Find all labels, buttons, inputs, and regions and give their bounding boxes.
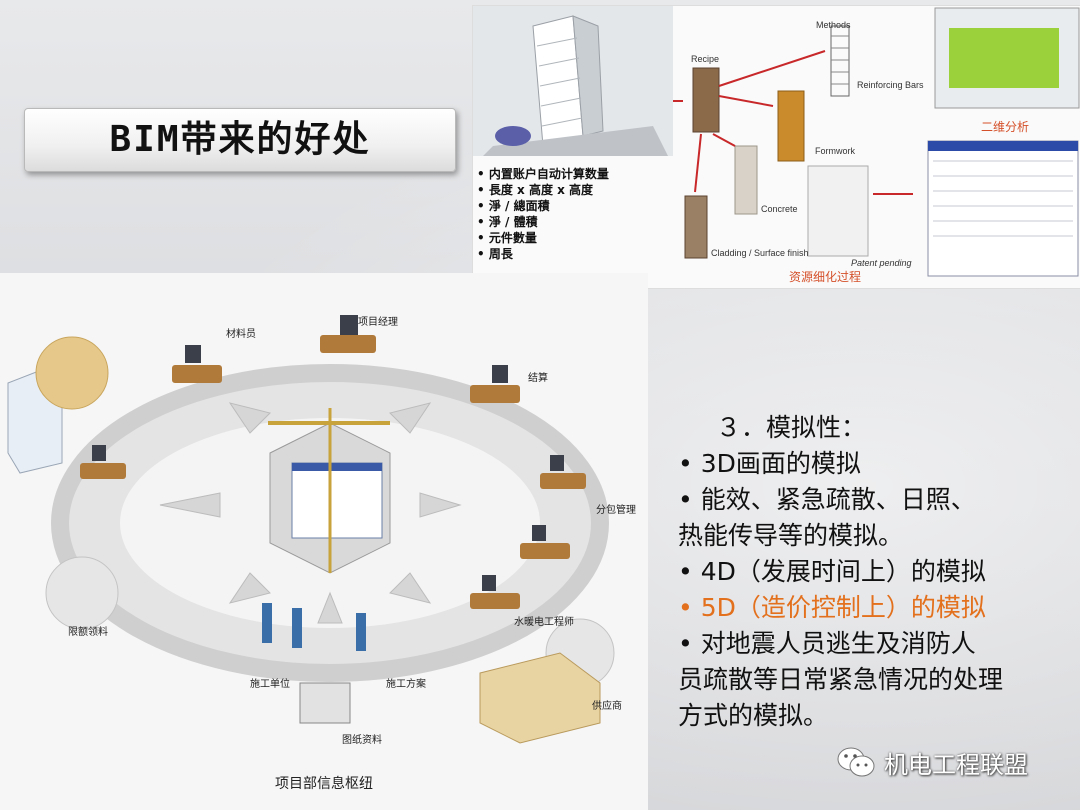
wechat-icon <box>837 747 875 777</box>
label-construction-unit: 施工单位 <box>250 679 290 690</box>
tech-bullet: • 淨 / 總面積 <box>477 199 550 213</box>
concrete-label: Concrete <box>761 204 798 214</box>
reinforcing-label: Reinforcing Bars <box>857 80 924 90</box>
label-material-staff: 材料员 <box>226 329 256 340</box>
label-subcontract: 分包管理 <box>596 505 636 516</box>
content-line: • 4D（发展时间上）的模拟 <box>678 557 986 586</box>
watermark-text: 机电工程联盟 <box>884 750 1028 779</box>
watermark: 机电工程联盟 <box>836 742 1028 782</box>
analysis-label: 二维分析 <box>981 120 1030 134</box>
content-line: • 3D画面的模拟 <box>678 449 861 478</box>
cladding-label: Cladding / Surface finish <box>711 248 809 258</box>
label-construction-plan: 施工方案 <box>386 679 426 690</box>
label-settlement: 结算 <box>528 373 548 384</box>
content-line: 员疏散等日常紧急情况的处理 <box>678 665 1004 694</box>
process-label: 资源细化过程 <box>789 270 862 284</box>
label-drawings: 图纸资料 <box>342 735 382 746</box>
tech-bullet: • 長度 x 高度 x 高度 <box>477 183 594 197</box>
content-line: • 能效、紧急疏散、日照、 <box>678 485 976 514</box>
info-hub-diagram: 材料员 项目经理 结算 分包管理 水暖电工程师 供应商 施工方案 施工单位 图纸… <box>0 273 648 810</box>
tech-bullets: • 内置账户自动计算数量 • 長度 x 高度 x 高度 • 淨 / 總面積 • … <box>477 166 673 262</box>
label-supplier: 供应商 <box>592 701 622 712</box>
patent-label: Patent pending <box>851 258 912 268</box>
simulation-content: ３．模拟性： • 3D画面的模拟 • 能效、紧急疏散、日照、 热能传导等的模拟。… <box>678 410 1074 734</box>
tech-illustration <box>473 6 1080 277</box>
label-project-manager: 项目经理 <box>358 317 398 328</box>
slide-title: BIM带来的好处 <box>109 119 371 160</box>
hub-illustration <box>7 315 615 744</box>
section-heading: ３．模拟性： <box>716 413 867 442</box>
methods-label: Methods <box>816 20 851 30</box>
formwork-label: Formwork <box>815 146 855 156</box>
tech-bullet: • 淨 / 體積 <box>477 215 538 229</box>
tech-bullet: • 元件數量 <box>477 231 537 245</box>
tech-bullet: • 内置账户自动计算数量 <box>477 167 609 181</box>
content-line: 热能传导等的模拟。 <box>678 521 904 550</box>
content-line: • 对地震人员逃生及消防人 <box>678 629 976 658</box>
content-line-highlight: • 5D（造价控制上）的模拟 <box>678 593 986 622</box>
label-quota-materials: 限额领料 <box>68 627 108 638</box>
tech-bullet: • 周長 <box>477 247 513 261</box>
tech-image: Recipe Methods Reinforcing Bars Formwork… <box>472 5 1080 289</box>
diagram-caption: 项目部信息枢纽 <box>275 776 373 792</box>
content-line: 方式的模拟。 <box>678 701 829 730</box>
title-box: BIM带来的好处 <box>24 108 456 172</box>
recipe-label: Recipe <box>691 54 720 64</box>
label-mep-engineer: 水暖电工程师 <box>514 617 574 628</box>
